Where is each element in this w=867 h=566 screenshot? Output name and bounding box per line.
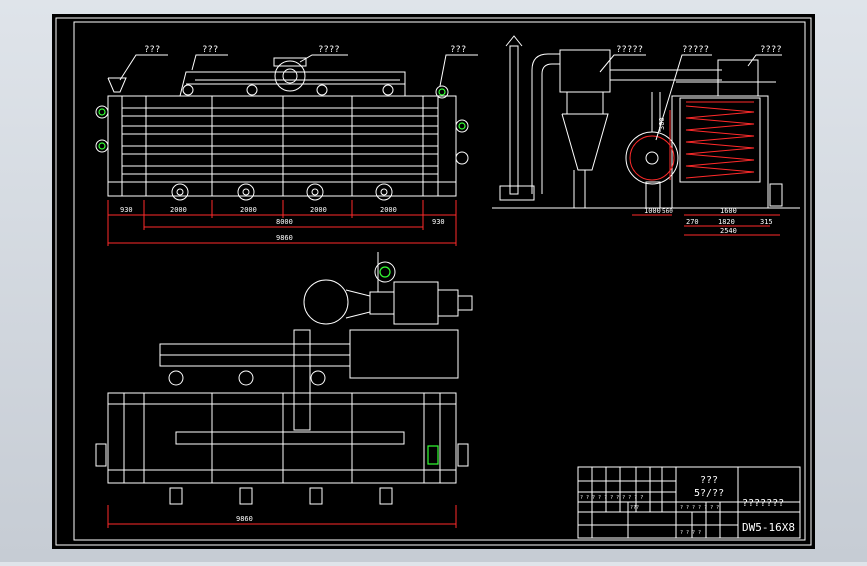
elev-callout-1: ??? xyxy=(144,45,160,55)
elev-callout-3: ???? xyxy=(318,45,340,55)
elev-dim-total: 9860 xyxy=(276,234,293,242)
elevation-view xyxy=(95,57,469,201)
title-block-name: ??? xyxy=(700,475,718,486)
side-dim-2540: 2540 xyxy=(720,227,737,235)
elev-callout-2: ??? xyxy=(202,45,218,55)
elev-dim-5: 2000 xyxy=(380,206,397,214)
outer-border xyxy=(55,17,812,546)
plan-dim-total: 9860 xyxy=(236,515,253,523)
title-block-title: ??????? xyxy=(742,498,784,509)
title-block-small-c: ? ? ? ? xyxy=(680,530,701,536)
elevation-green-drives xyxy=(98,88,466,150)
title-block xyxy=(577,466,801,539)
inner-border xyxy=(73,21,806,541)
elevation-dim-lines xyxy=(107,200,457,246)
elev-dim-4: 2000 xyxy=(310,206,327,214)
side-callout-2: ????? xyxy=(682,45,709,55)
elev-dim-2: 2000 xyxy=(170,206,187,214)
side-leaders xyxy=(599,54,782,141)
elevation-leaders xyxy=(119,54,478,87)
elev-dim-6: 930 xyxy=(432,218,445,226)
side-dim-300: 300 xyxy=(658,117,666,130)
side-dim-1000: 1000 xyxy=(644,207,661,215)
title-block-small-a: ??? xyxy=(630,505,639,511)
title-block-small-b: ? ? ? ? ? ? ? xyxy=(680,505,719,511)
side-dim-1600: 1600 xyxy=(720,207,737,215)
plan-dim-lines xyxy=(107,505,457,528)
elev-callout-4: ??? xyxy=(450,45,466,55)
plan-green-parts xyxy=(379,266,439,465)
side-dim-1820: 1820 xyxy=(718,218,735,226)
side-callout-1: ????? xyxy=(616,45,643,55)
title-block-drawing-no: DW5-16X8 xyxy=(742,521,795,534)
side-dim-560: 560 xyxy=(662,208,673,215)
side-view xyxy=(492,35,800,209)
side-dim-315: 315 xyxy=(760,218,773,226)
title-block-row-text: ? ? ? ? ? ? ? ? ? ? ? xyxy=(580,495,643,501)
elev-dim-3: 2000 xyxy=(240,206,257,214)
side-red-coils xyxy=(629,101,780,236)
title-block-scale: 5?/?? xyxy=(694,488,724,499)
plan-view xyxy=(95,252,473,505)
side-dim-270: 270 xyxy=(686,218,699,226)
elev-dim-1: 930 xyxy=(120,206,133,214)
side-callout-3: ???? xyxy=(760,45,782,55)
elev-dim-total-inner: 8000 xyxy=(276,218,293,226)
